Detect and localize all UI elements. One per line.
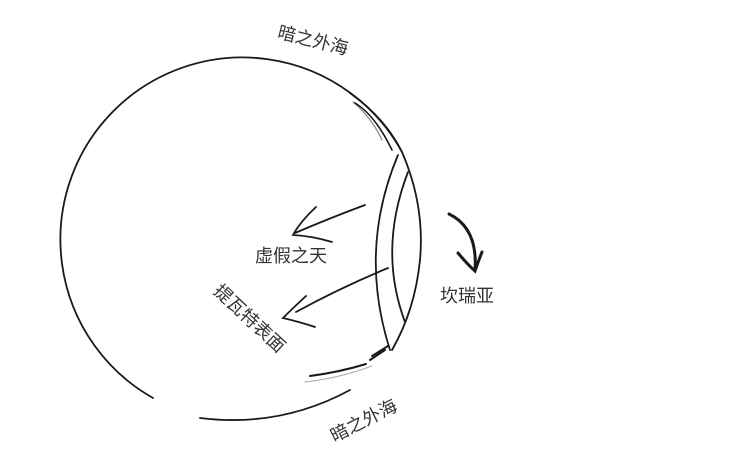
smudge-bottom <box>309 345 389 377</box>
smudge-top <box>352 101 383 141</box>
world-sphere-rim <box>349 92 422 351</box>
label-khaenriah: 坎瑞亚 <box>440 286 494 307</box>
inner-shell-inner-arc <box>391 171 409 323</box>
smudge-top-2 <box>354 102 393 151</box>
world-sphere-outline-bottom <box>199 389 351 421</box>
arrow-tivat-surface <box>281 267 389 328</box>
world-sphere-outline <box>59 56 403 399</box>
arrow-false-sky <box>291 204 366 243</box>
inner-shell-outer-arc <box>374 154 399 351</box>
arrow-khaenriah <box>447 212 484 274</box>
smudge-bottom-faint <box>304 365 373 383</box>
label-false-sky: 虚假之天 <box>255 246 327 267</box>
